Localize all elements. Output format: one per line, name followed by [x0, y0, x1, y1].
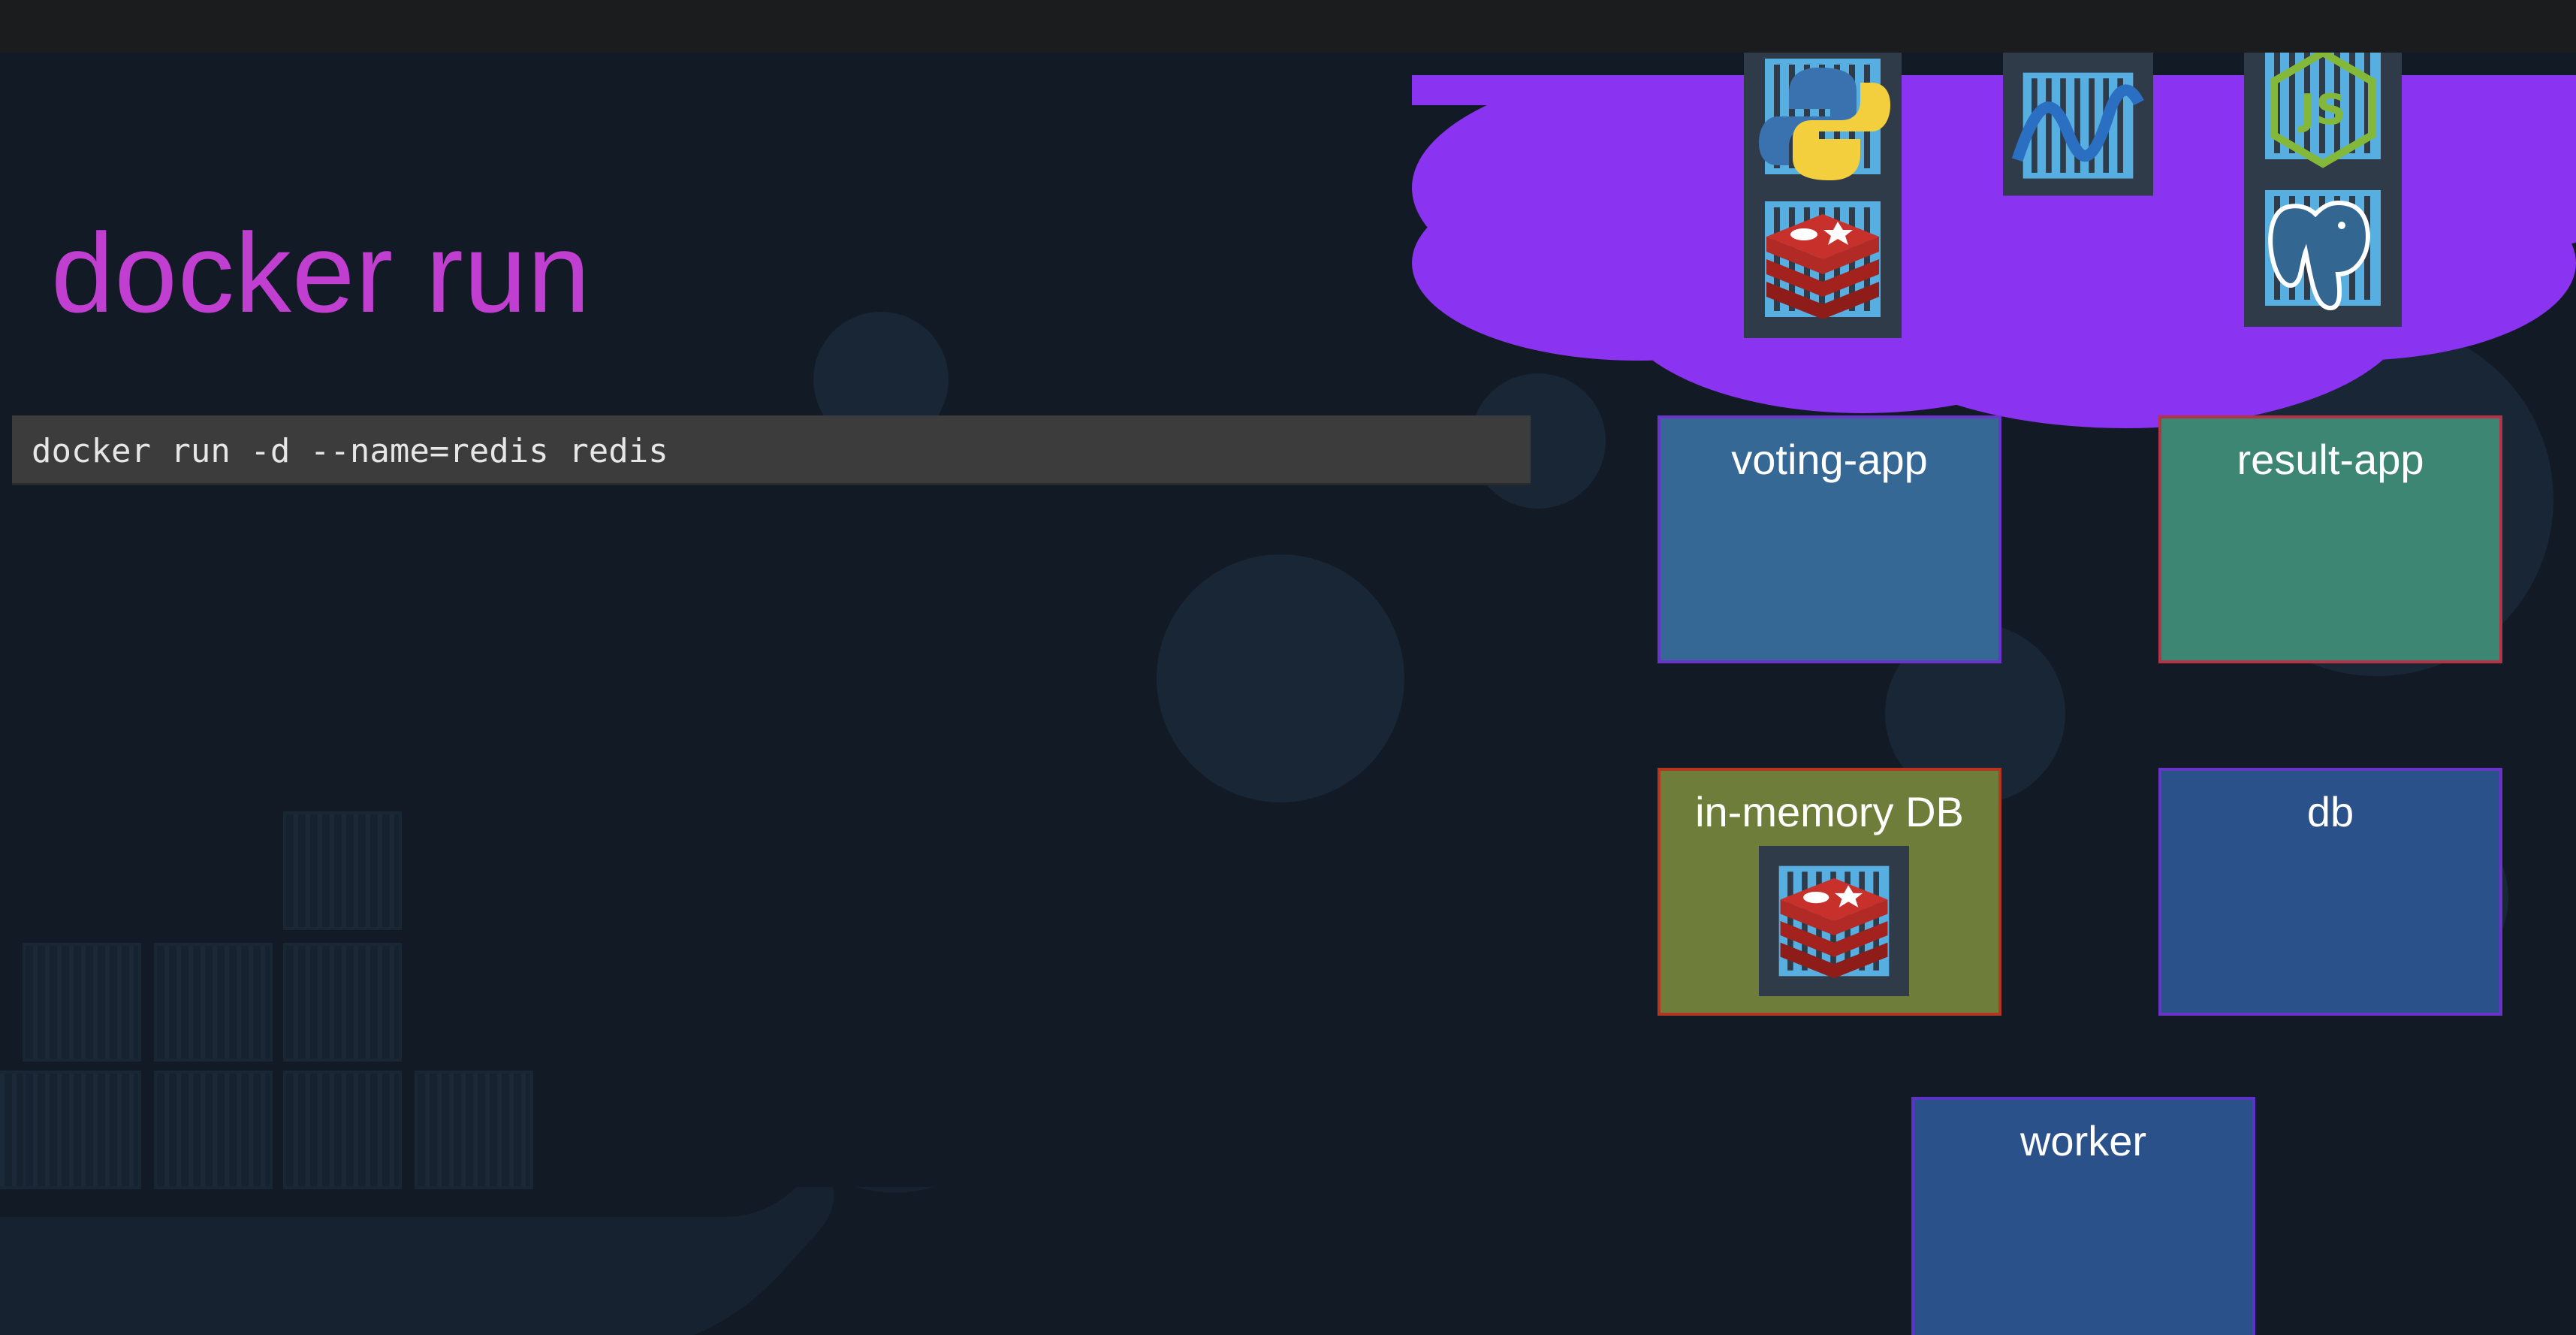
slide: docker run docker run -d --name=redis re… — [0, 53, 2576, 1335]
top-bar — [0, 0, 2576, 53]
svg-text:JS: JS — [2297, 86, 2345, 134]
bg-container-ghost — [23, 1071, 141, 1189]
postgres-container-icon — [2244, 169, 2402, 327]
bg-container-ghost — [283, 811, 402, 930]
redis-container-icon — [1759, 846, 1909, 996]
bg-container-ghost — [23, 943, 141, 1062]
result-app-box: result-app — [2158, 415, 2502, 663]
command-block: docker run -d --name=redis redis — [12, 415, 1531, 483]
bg-container-ghost — [415, 1071, 533, 1189]
bg-container-ghost — [283, 1071, 402, 1189]
voting-app-box: voting-app — [1658, 415, 2001, 663]
slide-title: docker run — [51, 210, 591, 336]
bg-container-ghost — [154, 943, 273, 1062]
in-memory-db-label: in-memory DB — [1695, 788, 1964, 835]
dotnet-container-icon — [2003, 53, 2153, 196]
worker-label: worker — [2019, 1117, 2147, 1164]
worker-box: worker — [1911, 1097, 2255, 1335]
result-app-label: result-app — [2237, 436, 2424, 483]
db-box: db — [2158, 768, 2502, 1016]
bg-container-ghost — [154, 1071, 273, 1189]
bg-bubble — [1157, 554, 1404, 802]
in-memory-db-box: in-memory DB — [1658, 768, 2001, 1016]
nodejs-container-icon: JS — [2244, 53, 2402, 180]
bg-container-ghost — [283, 943, 402, 1062]
python-container-icon — [1744, 53, 1902, 195]
voting-app-label: voting-app — [1731, 436, 1928, 483]
redis-container-icon — [1744, 180, 1902, 338]
command-text: docker run -d --name=redis redis — [32, 432, 668, 470]
docker-whale-watermark — [0, 1187, 934, 1335]
db-label: db — [2306, 788, 2354, 835]
